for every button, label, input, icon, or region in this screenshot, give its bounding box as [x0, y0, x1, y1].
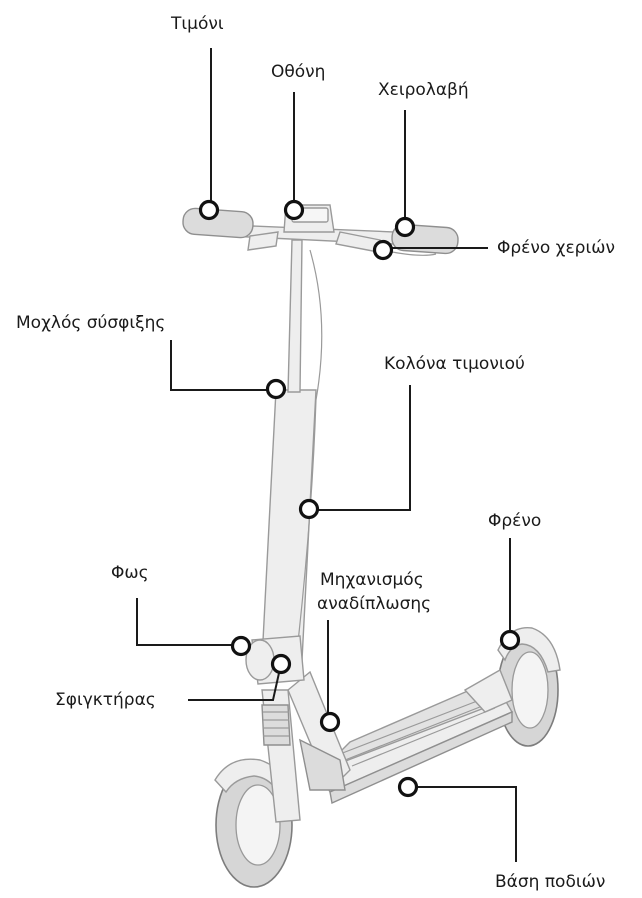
- marker-light: [233, 638, 250, 655]
- label-folding-mechanism-line1: Μηχανισμός: [320, 570, 424, 591]
- marker-clamp: [273, 656, 290, 673]
- label-clamp: Σφιγκτήρας: [55, 690, 156, 711]
- marker-clamp-lever: [268, 381, 285, 398]
- marker-folding-mechanism: [322, 714, 339, 731]
- label-display: Οθόνη: [271, 62, 325, 83]
- label-brake: Φρένο: [488, 511, 541, 532]
- scooter-body: [182, 205, 560, 887]
- label-handlebar: Τιμόνι: [171, 14, 224, 35]
- label-grip: Χειρολαβή: [378, 80, 469, 101]
- label-footboard: Βάση ποδιών: [495, 872, 605, 893]
- marker-hand-brake: [375, 242, 392, 259]
- marker-display: [286, 202, 303, 219]
- label-clamp-lever: Μοχλός σύσφιξης: [16, 313, 165, 334]
- label-steering-column: Κολόνα τιμονιού: [384, 354, 525, 375]
- marker-footboard: [400, 779, 417, 796]
- folding-joint: [288, 672, 350, 790]
- label-light: Φως: [111, 563, 149, 584]
- marker-brake: [502, 632, 519, 649]
- stem: [246, 240, 322, 684]
- marker-grip: [397, 219, 414, 236]
- marker-steering-column: [301, 501, 318, 518]
- front-wheel: [215, 690, 300, 887]
- label-hand-brake: Φρένο χεριών: [497, 238, 615, 259]
- label-folding-mechanism-line2: αναδίπλωσης: [317, 594, 431, 615]
- marker-handlebar: [201, 202, 218, 219]
